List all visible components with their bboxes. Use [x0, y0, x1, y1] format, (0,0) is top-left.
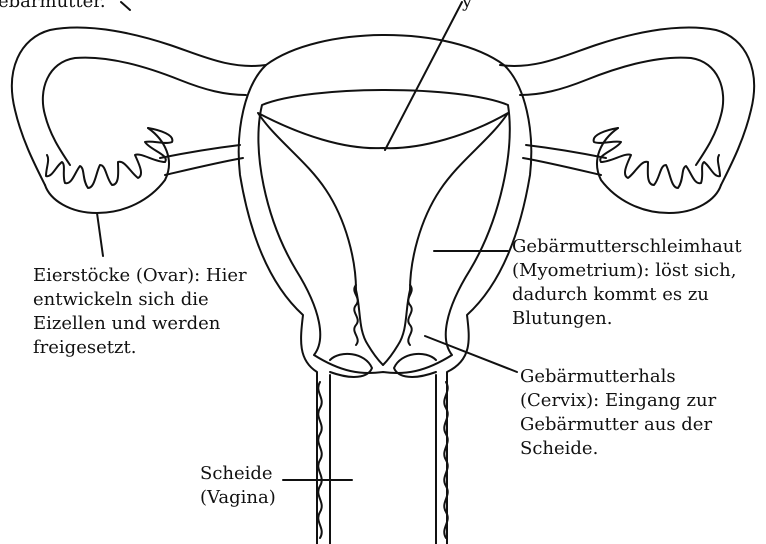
label-top-right-line-1: y: [462, 0, 472, 14]
label-vagina-line-1: Scheide: [200, 462, 276, 486]
label-cervix-line-2: (Cervix): Eingang zur: [520, 389, 716, 413]
leader-line-top-left: [121, 2, 130, 10]
leader-line-ovary: [97, 213, 103, 256]
ovary-ligament-left: [160, 145, 240, 158]
label-vagina: Scheide (Vagina): [200, 462, 276, 510]
label-top-left: ebärmutter.: [0, 0, 106, 14]
label-ovary: Eierstöcke (Ovar): Hier entwickeln sich …: [33, 264, 247, 360]
label-top-right: y: [462, 0, 472, 14]
uterus-outer-wall: [239, 35, 532, 544]
label-endometrium-line-3: dadurch kommt es zu: [512, 283, 742, 307]
label-endometrium-line-4: Blutungen.: [512, 307, 742, 331]
ovary-ligament-left-2: [165, 158, 243, 175]
vagina-left-wave: [318, 382, 321, 538]
uterus-inner-wall: [258, 90, 509, 373]
label-top-left-line-1: ebärmutter.: [0, 0, 106, 14]
label-endometrium-line-2: (Myometrium): löst sich,: [512, 259, 742, 283]
uterine-cavity: [258, 113, 508, 365]
label-ovary-line-2: entwickeln sich die: [33, 288, 247, 312]
label-cervix-line-4: Scheide.: [520, 437, 716, 461]
label-endometrium: Gebärmutterschleimhaut (Myometrium): lös…: [512, 235, 742, 331]
label-cervix-line-1: Gebärmutterhals: [520, 365, 716, 389]
ovary-ligament-right-2: [523, 158, 601, 175]
leader-line-top-right: [385, 2, 462, 150]
leader-line-cervix: [425, 336, 517, 372]
label-cervix: Gebärmutterhals (Cervix): Eingang zur Ge…: [520, 365, 716, 461]
label-cervix-line-3: Gebärmutter aus der: [520, 413, 716, 437]
label-vagina-line-2: (Vagina): [200, 486, 276, 510]
label-ovary-line-1: Eierstöcke (Ovar): Hier: [33, 264, 247, 288]
label-ovary-line-4: freigesetzt.: [33, 336, 247, 360]
ovary-ligament-right: [526, 145, 606, 158]
label-endometrium-line-1: Gebärmutterschleimhaut: [512, 235, 742, 259]
label-ovary-line-3: Eizellen und werden: [33, 312, 247, 336]
